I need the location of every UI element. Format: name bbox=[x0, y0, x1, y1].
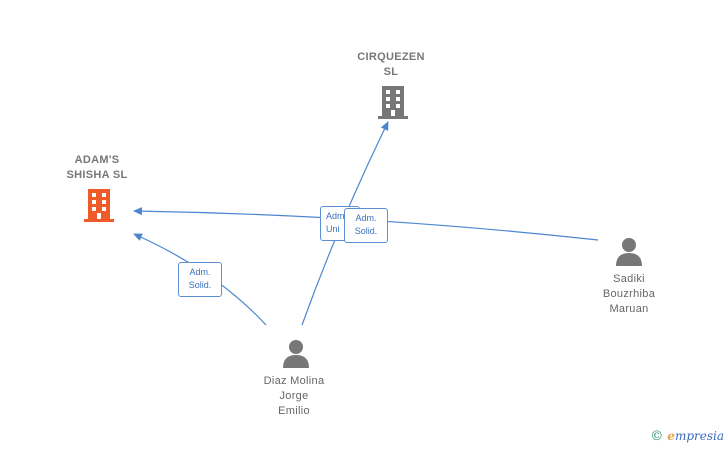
person-sadiki-name-line3: Maruan bbox=[609, 303, 649, 315]
person-diaz-name-line2: Jorge bbox=[279, 390, 309, 402]
edge-label-line2: Uni bbox=[326, 224, 340, 234]
company-adams-label[interactable]: ADAM'S SHISHA SL bbox=[52, 153, 142, 183]
brand-name: mpresia bbox=[674, 429, 724, 443]
brand-initial: e bbox=[667, 429, 675, 443]
person-sadiki-name-line2: Bouzrhiba bbox=[602, 288, 656, 300]
edge-label-line2: Solid. bbox=[188, 280, 212, 290]
person-icon[interactable] bbox=[281, 338, 311, 370]
person-icon[interactable] bbox=[614, 236, 644, 268]
person-sadiki-label[interactable]: Sadiki Bouzrhiba Maruan bbox=[584, 272, 674, 317]
company-adams-name-line2: SHISHA SL bbox=[66, 169, 128, 181]
person-sadiki-name-line1: Sadiki bbox=[613, 273, 645, 285]
edge-label-line2: Solid. bbox=[354, 226, 378, 236]
building-icon[interactable] bbox=[377, 84, 409, 120]
edge-label-line1: Adm. bbox=[189, 267, 211, 277]
company-cirquezen-name-line2: SL bbox=[383, 66, 399, 78]
person-diaz-label[interactable]: Diaz Molina Jorge Emilio bbox=[244, 374, 344, 419]
edge-label-line1: Adm bbox=[326, 211, 345, 221]
person-diaz-name-line3: Emilio bbox=[278, 405, 310, 417]
building-icon[interactable] bbox=[83, 187, 115, 223]
edge-label-line1: Adm. bbox=[355, 213, 377, 223]
empresia-logo: ©empresia bbox=[650, 429, 724, 444]
copyright-icon: © bbox=[650, 429, 664, 444]
company-cirquezen-name-line1: CIRQUEZEN bbox=[357, 51, 425, 63]
person-diaz-name-line1: Diaz Molina bbox=[263, 375, 325, 387]
edge-label-diaz-adams[interactable]: Adm. Solid. bbox=[178, 262, 222, 297]
company-adams-name-line1: ADAM'S bbox=[74, 154, 120, 166]
company-cirquezen-label[interactable]: CIRQUEZEN SL bbox=[346, 50, 436, 80]
edge-label-diaz-cirquezen[interactable]: Adm. Solid. bbox=[344, 208, 388, 243]
